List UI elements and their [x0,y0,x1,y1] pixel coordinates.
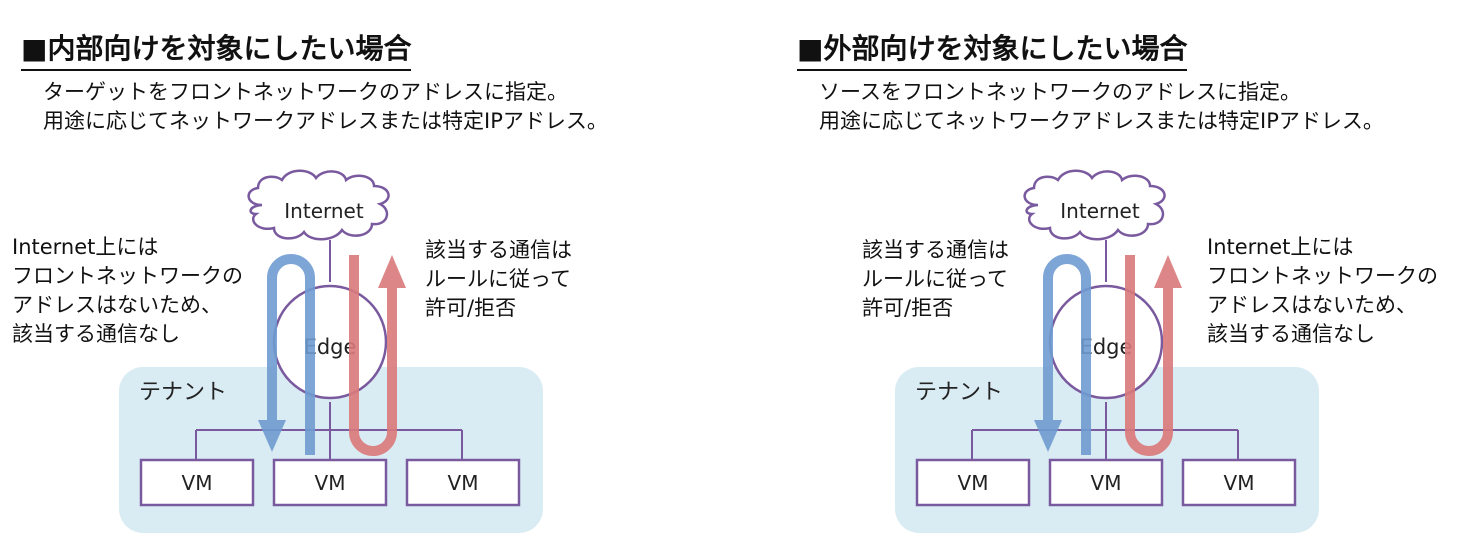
vm-label-1: VM [958,471,989,495]
vm-box-3 [405,458,521,507]
right-desc-line1: ソースをフロントネットワークのアドレスに指定。 [819,80,1301,104]
internet-cloud-icon [247,169,390,241]
right-heading: ■外部向けを対象にしたい場合 [797,31,1188,71]
blocked-flow-arrow [267,254,315,455]
allowed-flow-arrowhead [1034,420,1062,452]
internet-label: Internet [284,199,364,223]
vm-label-3: VM [448,471,479,495]
right-description: ソースをフロントネットワークのアドレスに指定。 用途に応じてネットワークアドレス… [819,78,1384,136]
right-allowed-note: 該当する通信は ルールに従って 許可/拒否 [862,238,1009,320]
vm-label-2: VM [1091,471,1122,495]
blocked-flow-arrow [1125,255,1173,456]
left-heading-text: 内部向けを対象にしたい場合 [47,32,412,65]
vm-label-1: VM [182,471,213,495]
internet-cloud-icon [1023,169,1166,241]
left-description: ターゲットをフロントネットワークのアドレスに指定。 用途に応じてネットワークアド… [43,78,608,136]
allowed-flow-arrow [349,255,397,456]
vm-box-3 [1181,458,1297,507]
right-heading-text: 外部向けを対象にしたい場合 [823,32,1188,65]
right-desc-line2: 用途に応じてネットワークアドレスまたは特定IPアドレス。 [819,109,1384,133]
tenant-label: テナント [915,380,1003,405]
right-network-diagram: テナント Internet Edge VM VM VM [895,169,1319,533]
vm-box-1 [915,458,1031,507]
left-desc-line1: ターゲットをフロントネットワークのアドレスに指定。 [43,80,568,104]
vm-label-3: VM [1224,471,1255,495]
right-blocked-note: Internet上には フロントネットワークの アドレスはないため、 該当する通… [1207,235,1438,346]
tenant-label: テナント [139,380,227,405]
allowed-flow-arrow [1043,254,1091,455]
heading-square-icon: ■ [797,32,824,65]
blocked-flow-arrowhead [258,420,286,452]
left-desc-line2: 用途に応じてネットワークアドレスまたは特定IPアドレス。 [43,109,608,133]
allowed-flow-arrowhead [378,255,406,288]
left-network-diagram: テナント Internet Edge VM VM VM [119,169,543,533]
left-blocked-note: Internet上には フロントネットワークの アドレスはないため、 該当する通… [12,235,243,346]
blocked-flow-arrowhead [1154,255,1182,288]
internet-label: Internet [1060,199,1140,223]
vm-box-1 [139,458,255,507]
vm-box-2 [1048,458,1164,507]
heading-square-icon: ■ [21,32,48,65]
left-panel: ■内部向けを対象にしたい場合 ターゲットをフロントネットワークのアドレスに指定。… [12,31,608,533]
left-allowed-note: 該当する通信は ルールに従って 許可/拒否 [425,238,572,320]
right-panel: ■外部向けを対象にしたい場合 ソースをフロントネットワークのアドレスに指定。 用… [776,0,1476,546]
left-heading: ■内部向けを対象にしたい場合 [21,31,412,71]
vm-label-2: VM [315,471,346,495]
vm-box-2 [272,458,388,507]
